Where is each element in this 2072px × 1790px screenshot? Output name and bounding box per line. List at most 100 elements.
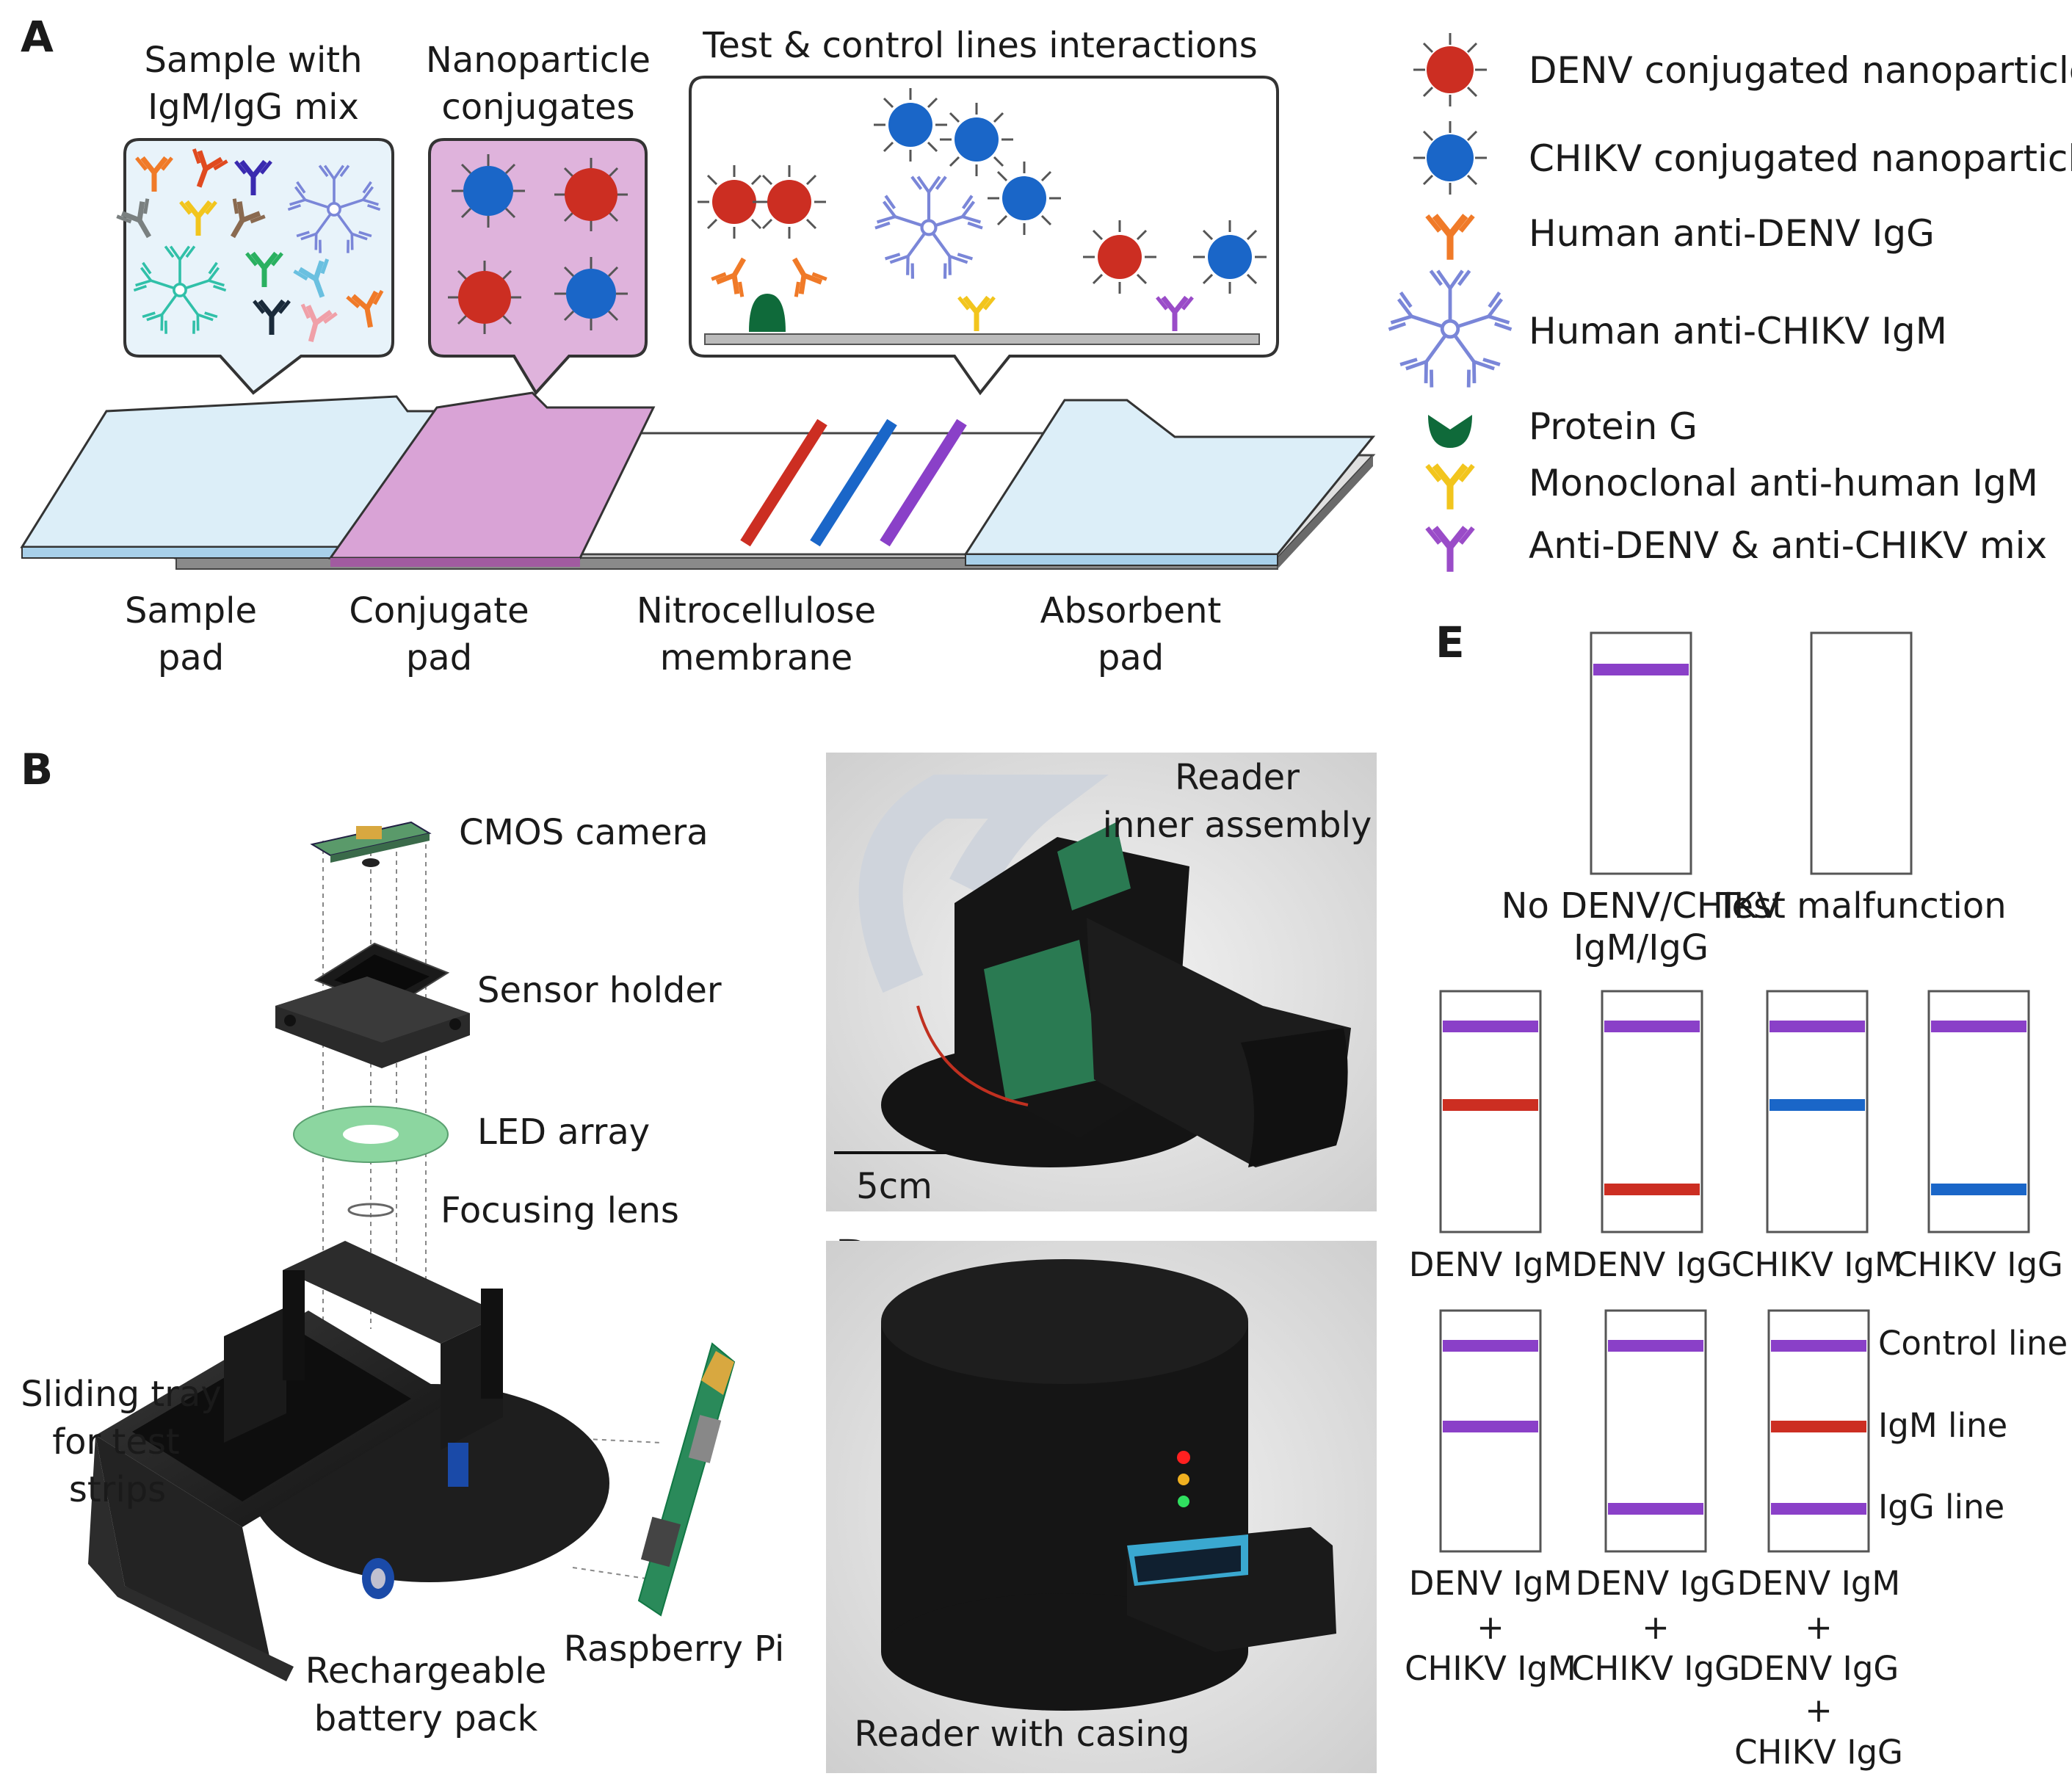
strip-line-igg-purple-row3-1 (1608, 1503, 1703, 1515)
result-strip-row1-1 (1810, 631, 1913, 875)
strip-line-control-row2-1 (1604, 1021, 1700, 1032)
strip-line-igm-blue-row2-2 (1769, 1099, 1865, 1111)
strip-line-control-row1-0 (1593, 664, 1689, 675)
cmos-camera-icon (310, 821, 432, 867)
membrane-label-2: membrane (660, 637, 853, 678)
inner-assembly-label-2: inner assembly (1103, 805, 1372, 846)
led-array-label: LED array (477, 1112, 650, 1153)
reader-with-casing-photo (826, 1241, 1377, 1773)
tray-label-3: strips (69, 1469, 166, 1510)
e-row3-label-2-1: DENV IgM (1737, 1564, 1901, 1603)
camera-label: CMOS camera (459, 812, 709, 853)
result-strips (1439, 631, 2030, 1553)
reader-inner-assembly-photo (826, 753, 1377, 1211)
sample-callout: Sample with IgM/IgG mix (117, 40, 394, 395)
nanoparticle-group-icon (446, 153, 629, 336)
legend-label-3: Human anti-CHIKV IgM (1529, 310, 1947, 352)
e-row3-label-0-1: DENV IgM (1409, 1564, 1573, 1603)
legend-label-5: Monoclonal anti-human IgM (1529, 462, 2038, 504)
strip-line-igg-blue-row2-3 (1931, 1184, 2026, 1195)
panel-letter-b: B (21, 744, 53, 794)
e-row3-label-2-5: CHIKV IgG (1734, 1733, 1903, 1772)
igm-line-label: IgM line (1878, 1406, 2007, 1445)
legend-label-0: DENV conjugated nanoparticle (1529, 49, 2072, 92)
igg-line-label: IgG line (1878, 1488, 2004, 1526)
sensor-holder-label: Sensor holder (477, 970, 722, 1011)
strip-line-control-row3-0 (1443, 1340, 1538, 1352)
battery-label-1: Rechargeable (305, 1651, 547, 1692)
protein-g-icon (1428, 415, 1472, 448)
sensor-holder-icon (275, 942, 470, 1068)
control-line-complex-icon (696, 164, 827, 332)
absorbent-pad-label-2: pad (1098, 637, 1164, 678)
sample-callout-title-2: IgM/IgG mix (148, 87, 359, 128)
e-row3-label-2-3: DENV IgG (1739, 1649, 1899, 1688)
membrane-label-1: Nitrocellulose (637, 590, 876, 631)
e-row3-label-1-3: CHIKV IgG (1571, 1649, 1740, 1688)
legend-label-4: Protein G (1529, 405, 1698, 448)
strip-line-control-row2-2 (1769, 1021, 1865, 1032)
e-row3-label-1-2: + (1642, 1608, 1670, 1647)
strip-line-purple (880, 418, 967, 547)
tray-label-1: Sliding tray (21, 1374, 221, 1415)
focusing-lens-icon (347, 1203, 394, 1217)
conjugates-callout-title-1: Nanoparticle (426, 40, 651, 81)
strip-line-control-row2-0 (1443, 1021, 1538, 1032)
chikv-nanoparticle-icon (1412, 120, 1488, 196)
mix-antibody-icon (1427, 528, 1473, 572)
base-and-tray-icon (88, 1241, 609, 1681)
sample-callout-title-1: Sample with (144, 40, 362, 81)
interactions-callout-title: Test & control lines interactions (702, 25, 1258, 66)
inner-assembly-label-1: Reader (1175, 757, 1300, 798)
legend: DENV conjugated nanoparticle CHIKV conju… (1389, 32, 2072, 572)
e-row2-label-3: CHIKV IgG (1894, 1245, 2063, 1284)
raspberry-pi-label: Raspberry Pi (564, 1628, 785, 1670)
legend-label-2: Human anti-DENV IgG (1529, 212, 1935, 255)
control-line-label: Control line (1878, 1324, 2068, 1363)
lens-label: Focusing lens (441, 1190, 679, 1231)
e-row1-label-1-1: Test malfunction (1715, 885, 2006, 927)
e-row3-label-0-3: CHIKV IgM (1405, 1649, 1576, 1688)
strip-line-igm-red-row2-0 (1443, 1099, 1538, 1111)
panel-letter-a: A (21, 12, 54, 62)
conjugate-pad-label-1: Conjugate (349, 590, 529, 631)
igg-line-complex-icon (1082, 219, 1268, 331)
raspberry-pi-board-icon (637, 1342, 736, 1617)
scale-bar-label: 5cm (856, 1166, 932, 1207)
interactions-callout: Test & control lines interactions (689, 25, 1279, 396)
e-row2-label-1: DENV IgG (1572, 1245, 1733, 1284)
panel-letter-e: E (1435, 617, 1465, 667)
lateral-flow-strip (20, 391, 1376, 570)
sample-pad-label-1: Sample (125, 590, 257, 631)
conjugates-callout-title-2: conjugates (441, 87, 634, 128)
e-row3-label-0-2: + (1477, 1608, 1504, 1647)
monoclonal-igm-icon (1427, 465, 1473, 510)
membrane-surface (704, 333, 1260, 345)
strip-control-line-red (740, 418, 827, 547)
exploded-reader-render (88, 821, 736, 1681)
battery-label-2: battery pack (314, 1698, 538, 1739)
e-row3-label-2-4: + (1805, 1691, 1833, 1730)
strip-line-control-row3-1 (1608, 1340, 1703, 1352)
casing-label: Reader with casing (854, 1714, 1189, 1755)
legend-label-6: Anti-DENV & anti-CHIKV mix (1529, 524, 2047, 567)
absorbent-pad-label-1: Absorbent (1040, 590, 1222, 631)
strip-line-blue (810, 418, 897, 547)
conjugates-callout: Nanoparticle conjugates (426, 40, 651, 396)
anti-chikv-igm-icon (1389, 271, 1512, 388)
e-row2-label-2: CHIKV IgM (1731, 1245, 1903, 1284)
strip-line-igg-red-row2-1 (1604, 1184, 1700, 1195)
sample-pad-label-2: pad (158, 637, 224, 678)
strip-line-igg-purple-row3-2 (1771, 1503, 1866, 1515)
e-row3-label-1-1: DENV IgG (1576, 1564, 1736, 1603)
strip-line-control-row2-3 (1931, 1021, 2026, 1032)
led-array-icon (293, 1106, 449, 1163)
denv-nanoparticle-icon (1412, 32, 1488, 108)
e-row3-label-2-2: + (1805, 1608, 1833, 1647)
e-row1-label-0-1: No DENV/CHIKV (1502, 885, 1781, 927)
e-row1-label-0-2: IgM/IgG (1573, 927, 1709, 968)
e-row2-label-0: DENV IgM (1409, 1245, 1573, 1284)
legend-label-1: CHIKV conjugated nanoparticle (1529, 137, 2072, 180)
anti-denv-igg-icon (1427, 216, 1473, 260)
